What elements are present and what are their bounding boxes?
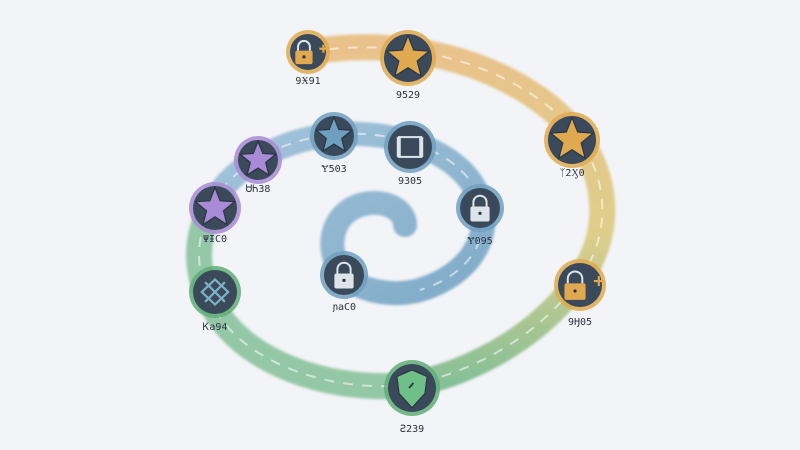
star-icon	[314, 115, 354, 153]
frame-icon	[396, 136, 424, 158]
skill-node[interactable]: ᛉ2Ӽ0	[544, 112, 600, 179]
node-core	[388, 125, 432, 169]
node-label: 9529	[396, 90, 420, 101]
node-label: ΨƗC0	[203, 234, 227, 245]
node-label: 9Ӿ91	[295, 76, 320, 87]
skill-node[interactable]: 9Ӿ91	[286, 30, 330, 87]
skill-node[interactable]: 9Ӈ05	[554, 259, 606, 328]
star-icon	[193, 185, 237, 226]
node-label: ᛉ2Ӽ0	[559, 168, 584, 179]
skill-node[interactable]: ᏌᏂ38	[234, 136, 282, 195]
star-icon	[549, 116, 595, 160]
star-icon	[238, 139, 278, 177]
crossed-emblem-icon	[200, 277, 230, 307]
node-label: 9Ӈ05	[568, 317, 592, 328]
skill-node[interactable]: Ɏ503	[310, 112, 358, 175]
lock-icon	[334, 261, 354, 289]
skill-node[interactable]: Ɏ095	[456, 184, 504, 247]
skill-node[interactable]: ΨƗC0	[189, 182, 241, 245]
star-icon	[385, 34, 431, 78]
path-outer-gold-dash	[309, 46, 604, 386]
path-green-dash	[198, 207, 411, 388]
skill-node[interactable]: Ꮶa94	[189, 266, 241, 333]
node-label: ᏌᏂ38	[246, 184, 271, 195]
skill-node[interactable]: 9305	[384, 121, 436, 187]
skill-node[interactable]: Ꙅ239	[384, 360, 440, 435]
node-label: ɲaC0	[332, 302, 356, 313]
node-label: Ɏ503	[321, 164, 346, 175]
node-label: Ꮶa94	[203, 322, 228, 333]
node-label: Ꙅ239	[400, 424, 424, 435]
node-label: 9305	[398, 176, 422, 187]
lock-plus-icon	[564, 270, 604, 300]
skill-node[interactable]: ɲaC0	[320, 251, 368, 313]
lock-plus-icon	[295, 39, 328, 65]
lock-icon	[470, 194, 490, 222]
node-label: Ɏ095	[467, 236, 492, 247]
shield-icon	[396, 369, 428, 409]
skill-node[interactable]: 9529	[380, 30, 436, 101]
